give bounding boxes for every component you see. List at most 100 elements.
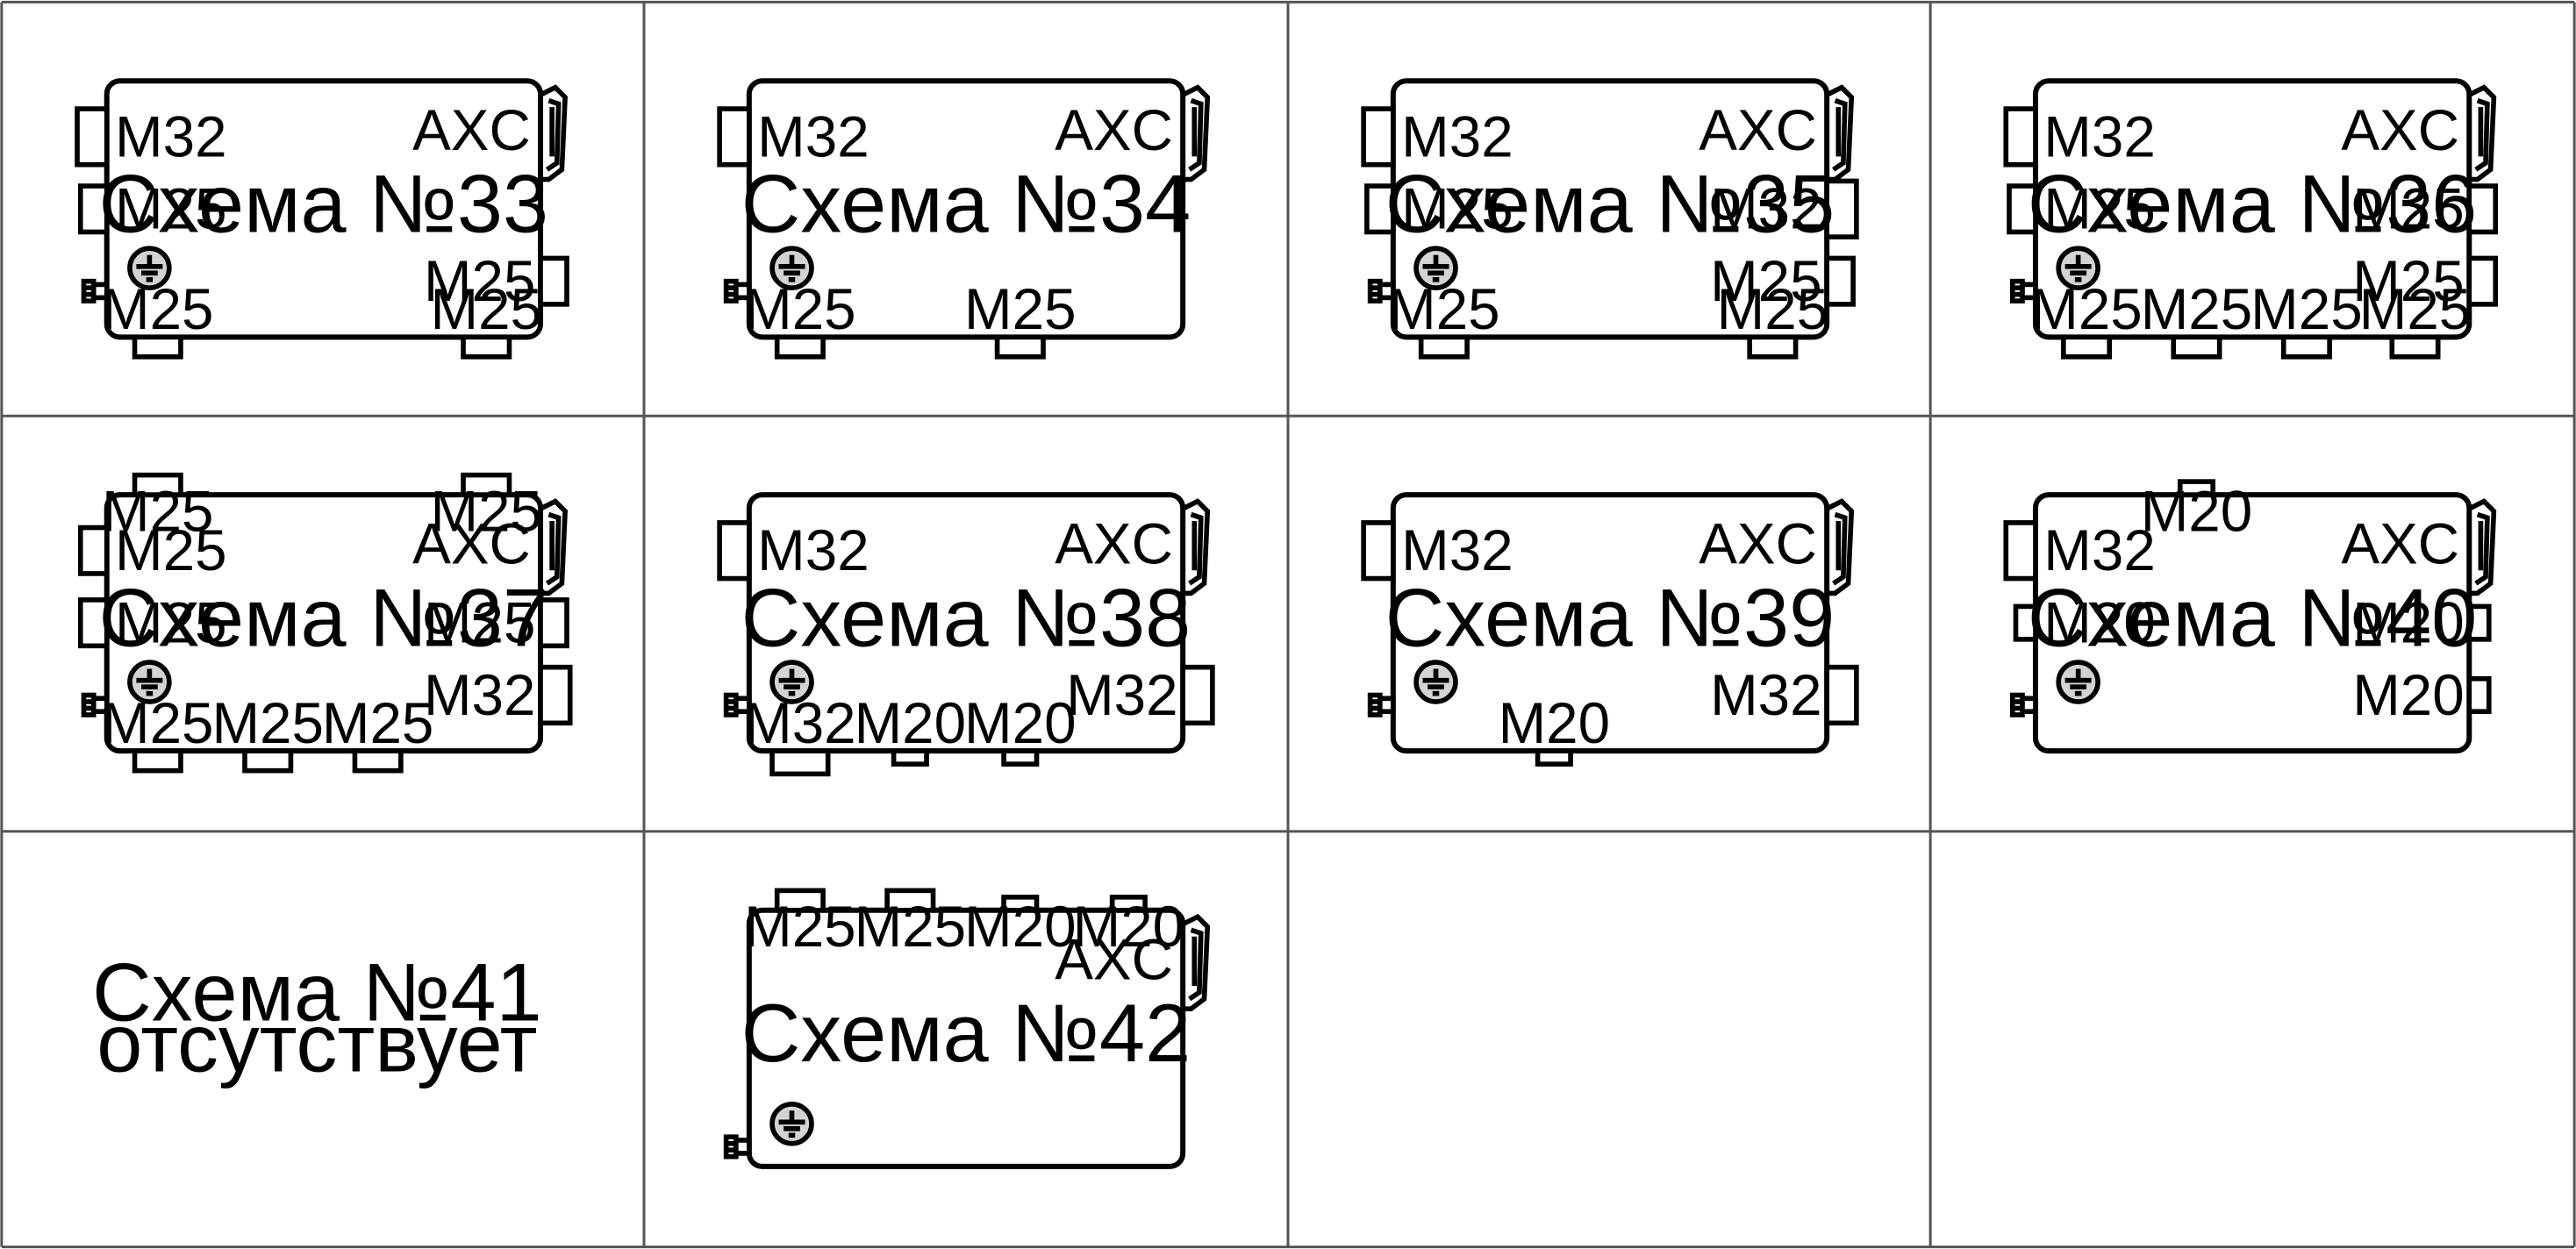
scheme-title: Схема №34 bbox=[741, 157, 1191, 249]
port-label: M32 bbox=[2043, 518, 2155, 582]
ground-bolt-icon bbox=[1367, 278, 1396, 303]
axc-label: AXC bbox=[1699, 512, 1817, 576]
port-label: M32 bbox=[424, 663, 535, 727]
port-label: M25 bbox=[2352, 177, 2464, 241]
ground-bolt-icon bbox=[723, 278, 752, 303]
ground-bolt-icon bbox=[1367, 692, 1396, 717]
axc-label: AXC bbox=[1055, 927, 1173, 991]
port-label: M32 bbox=[2043, 104, 2155, 168]
scheme-title: Схема №35 bbox=[1385, 157, 1835, 249]
junction-box-body bbox=[746, 78, 1186, 340]
scheme-title: Схема №39 bbox=[1385, 571, 1835, 663]
port-label: M25 bbox=[322, 691, 433, 755]
cable-gland-icon bbox=[538, 597, 569, 649]
ground-icon bbox=[2056, 660, 2100, 704]
cable-gland-icon bbox=[2003, 520, 2038, 582]
port-label: M20 bbox=[1499, 691, 1610, 755]
scheme-title: Схема №36 bbox=[2028, 157, 2477, 249]
scheme-title: Схема №33 bbox=[99, 157, 548, 249]
cable-gland-icon bbox=[769, 748, 831, 777]
axc-label: AXC bbox=[1699, 98, 1817, 162]
port-label: M32 bbox=[1066, 663, 1177, 727]
port-label: M25 bbox=[2250, 277, 2362, 341]
ground-icon bbox=[769, 246, 814, 290]
axc-switch-icon bbox=[2469, 498, 2497, 596]
cable-gland-icon bbox=[891, 748, 929, 767]
cable-gland-icon bbox=[2466, 183, 2499, 235]
cable-gland-icon bbox=[2466, 675, 2492, 715]
port-label: M32 bbox=[1401, 518, 1513, 582]
port-label: M25 bbox=[1717, 277, 1828, 341]
cable-gland-icon bbox=[2466, 255, 2499, 307]
port-label: M25 bbox=[1710, 249, 1821, 313]
port-label: M25 bbox=[115, 518, 226, 582]
cable-gland-icon bbox=[1180, 664, 1215, 726]
cable-gland-icon bbox=[132, 472, 183, 497]
cable-gland-icon bbox=[242, 748, 294, 774]
scheme-title: Схема №42 bbox=[741, 987, 1191, 1079]
ground-bolt-icon bbox=[723, 1134, 752, 1160]
port-label: M20 bbox=[2352, 591, 2464, 655]
axc-label: AXC bbox=[2341, 98, 2459, 162]
cable-gland-icon bbox=[774, 334, 826, 360]
junction-box-body bbox=[746, 907, 1186, 1169]
port-label: M25 bbox=[2359, 277, 2471, 341]
ground-bolt-icon bbox=[2009, 692, 2038, 717]
axc-switch-icon bbox=[2469, 84, 2497, 182]
cable-gland-icon bbox=[2466, 603, 2492, 642]
absent-title: Схема №41 bbox=[92, 946, 541, 1038]
port-label: M20 bbox=[2141, 479, 2252, 543]
port-label: M25 bbox=[744, 895, 855, 959]
port-label: M32 bbox=[757, 518, 869, 582]
cable-gland-icon bbox=[132, 334, 183, 360]
port-label: M20 bbox=[2352, 663, 2464, 727]
ground-icon bbox=[769, 660, 814, 704]
axc-switch-icon bbox=[540, 84, 568, 182]
cable-gland-icon bbox=[2003, 106, 2038, 168]
port-label: M32 bbox=[1401, 104, 1513, 168]
cable-gland-icon bbox=[2171, 334, 2222, 360]
absent-note: отсутствует bbox=[97, 996, 537, 1088]
port-label: M25 bbox=[102, 479, 213, 543]
axc-label: AXC bbox=[1055, 98, 1173, 162]
axc-switch-icon bbox=[540, 498, 568, 596]
port-label: M20 bbox=[2043, 591, 2155, 655]
cable-gland-icon bbox=[75, 106, 110, 168]
cable-gland-icon bbox=[1109, 895, 1148, 913]
port-label: M20 bbox=[964, 895, 1076, 959]
cable-gland-icon bbox=[2013, 603, 2038, 642]
port-label: M32 bbox=[1710, 663, 1821, 727]
cable-gland-icon bbox=[77, 183, 110, 235]
cable-gland-icon bbox=[132, 748, 183, 774]
ground-bolt-icon bbox=[81, 692, 110, 717]
port-label: M25 bbox=[211, 691, 323, 755]
port-label: M20 bbox=[1073, 895, 1184, 959]
cable-gland-icon bbox=[1361, 106, 1396, 168]
cable-gland-icon bbox=[2060, 334, 2113, 360]
port-label: M25 bbox=[115, 591, 226, 655]
port-label: M25 bbox=[431, 277, 542, 341]
ground-bolt-icon bbox=[81, 278, 110, 303]
ground-icon bbox=[1413, 246, 1458, 290]
port-label: M25 bbox=[2352, 249, 2464, 313]
cable-gland-icon bbox=[2389, 334, 2441, 360]
ground-bolt-icon bbox=[723, 692, 752, 717]
axc-switch-icon bbox=[1183, 913, 1211, 1011]
axc-switch-icon bbox=[1183, 498, 1211, 596]
axc-label: AXC bbox=[412, 512, 531, 576]
cable-gland-icon bbox=[2007, 183, 2038, 235]
cable-gland-icon bbox=[1535, 748, 1573, 767]
port-label: M20 bbox=[964, 691, 1076, 755]
cable-gland-icon bbox=[352, 748, 404, 774]
cable-gland-icon bbox=[1001, 895, 1040, 913]
port-label: M25 bbox=[424, 591, 535, 655]
junction-box-body bbox=[746, 492, 1186, 754]
ground-icon bbox=[127, 246, 172, 290]
